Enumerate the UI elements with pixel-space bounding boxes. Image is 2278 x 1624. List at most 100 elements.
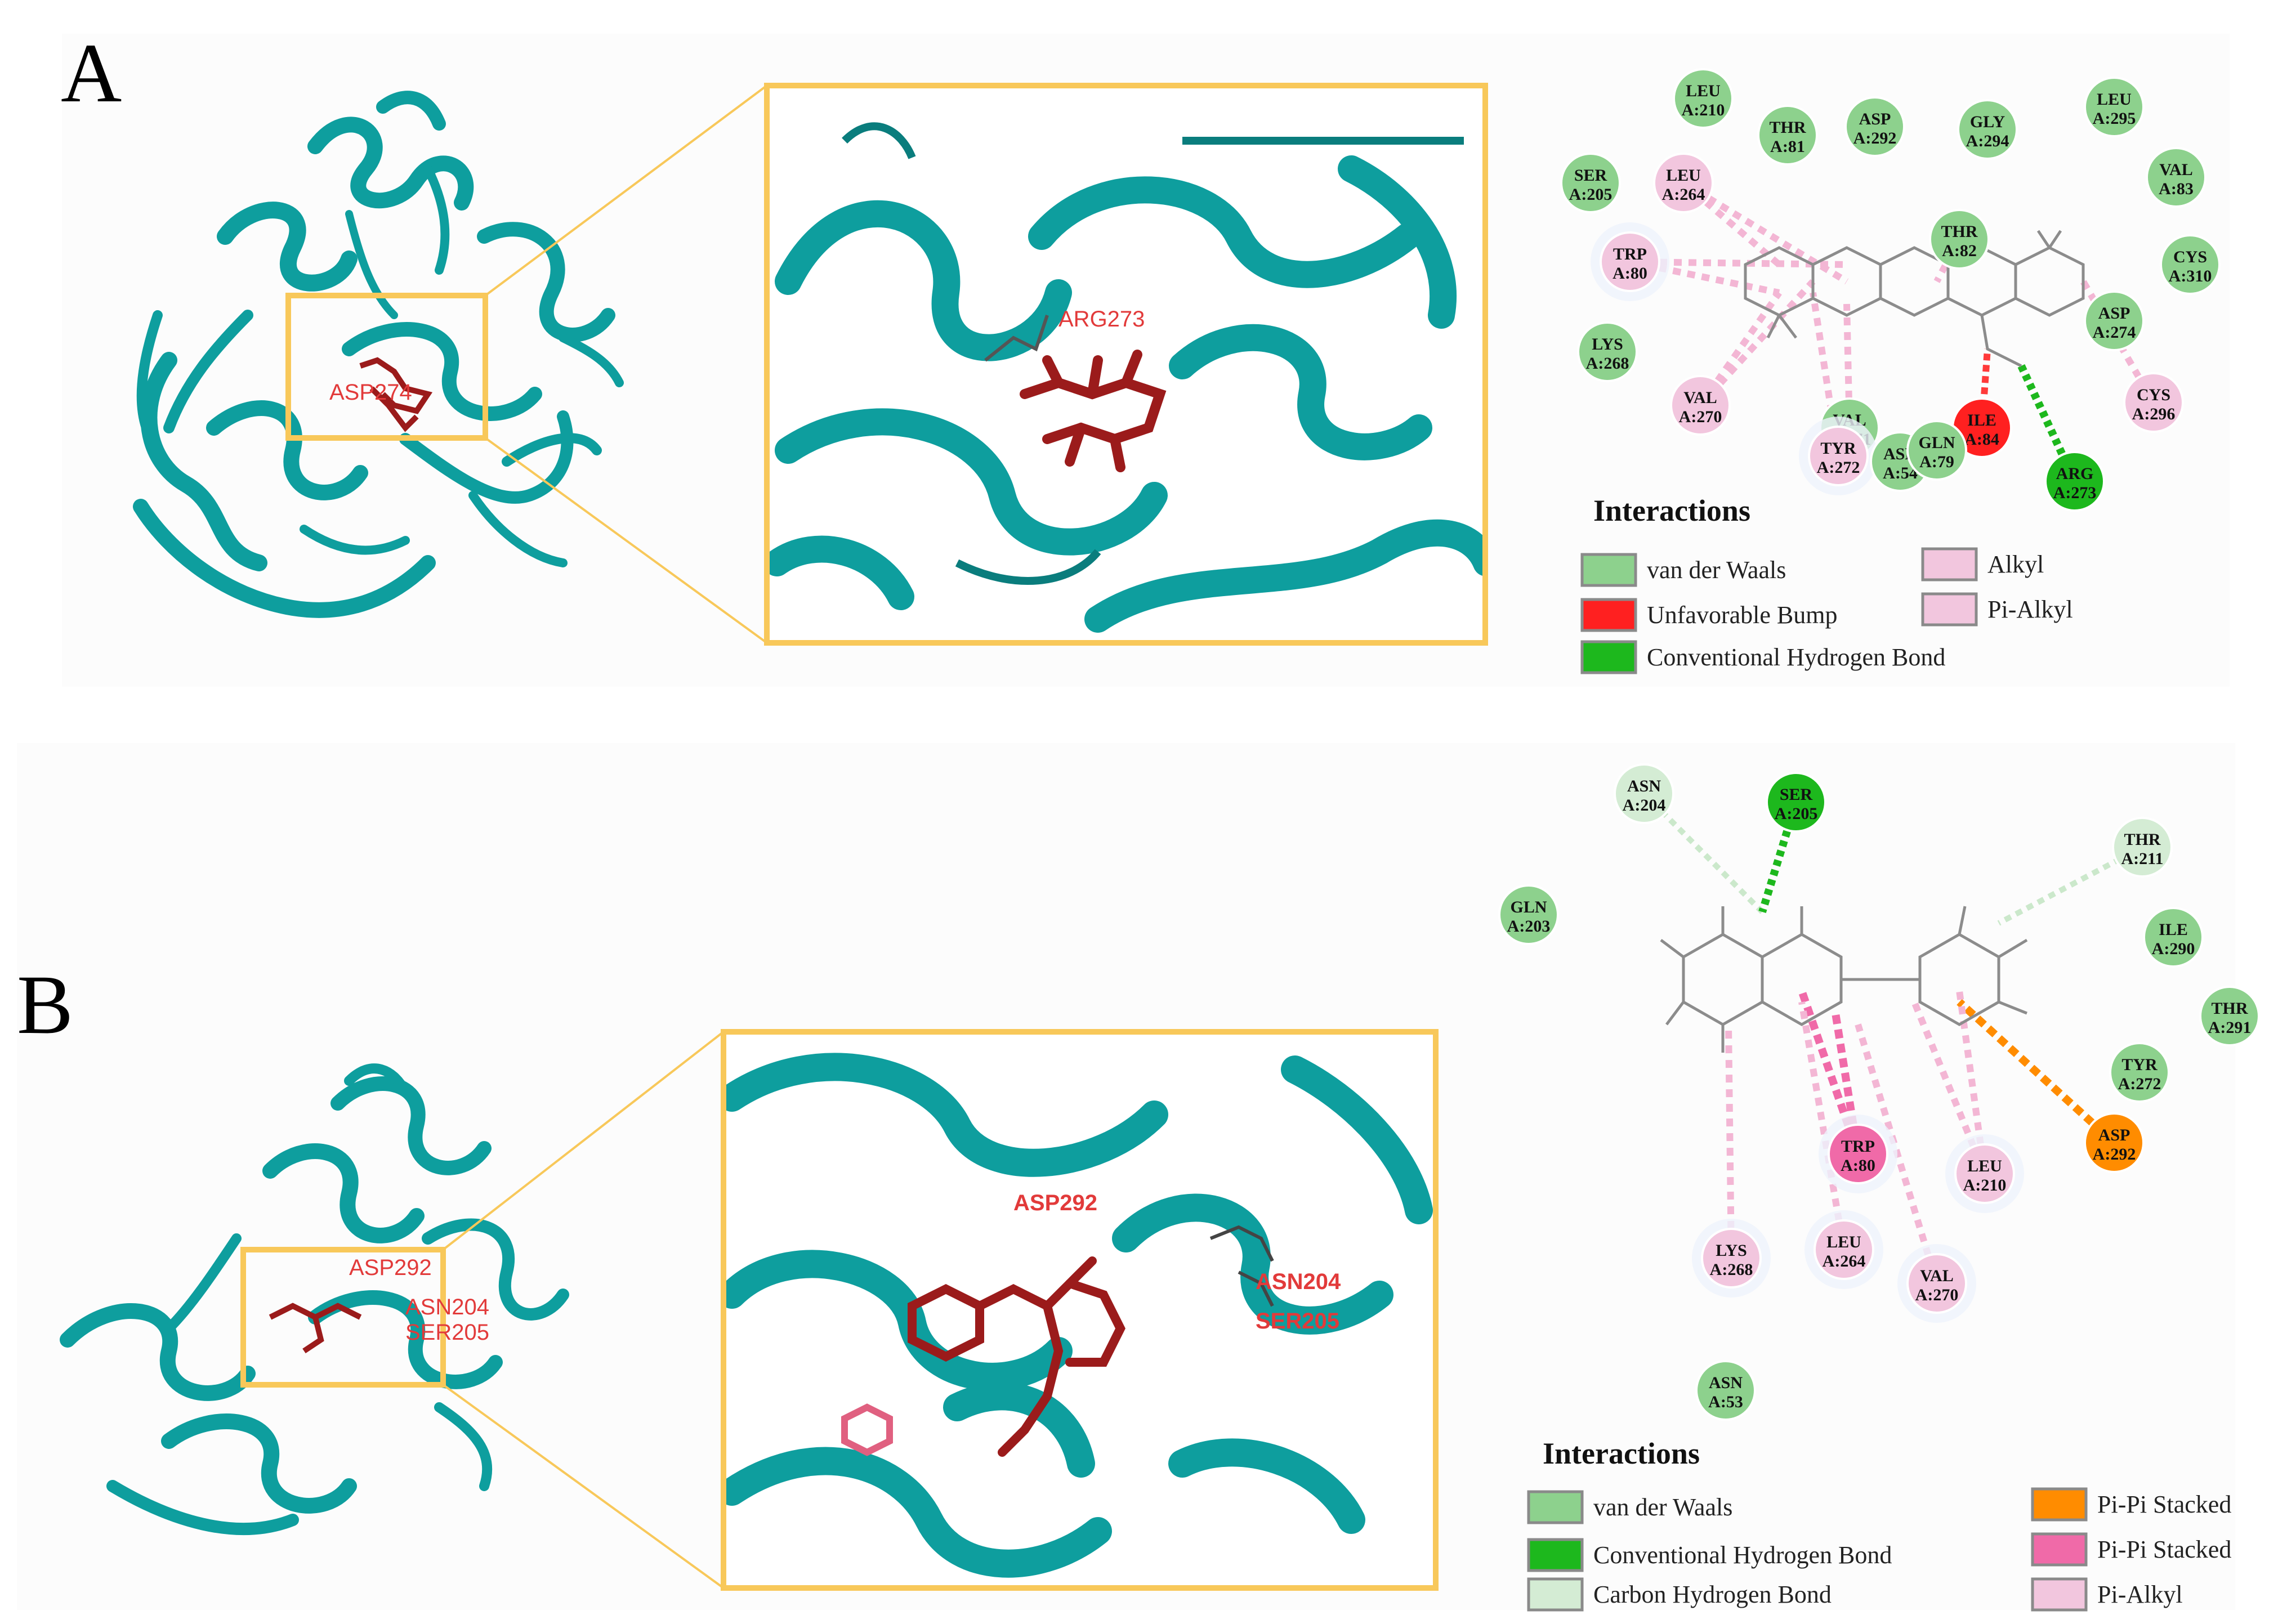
protein-overview-a xyxy=(133,91,624,618)
residue-name: SER xyxy=(1574,166,1607,185)
legend-label: Pi-Pi Stacked xyxy=(2097,1491,2231,1518)
residue-name: TRP xyxy=(1613,245,1647,263)
legend-swatch xyxy=(1527,1577,1584,1612)
interaction-map-a: LEUA:210THRA:81ASPA:292GLYA:294LEUA:295V… xyxy=(1560,68,2221,674)
residue-id: A:210 xyxy=(1682,101,1725,119)
residue-id: A:274 xyxy=(2093,323,2136,342)
residue-name: LEU xyxy=(1666,166,1701,185)
zoom-box-a xyxy=(285,293,488,441)
a-legend-item: van der Waals xyxy=(1580,553,1786,587)
ligand-overview-a xyxy=(359,357,433,432)
panel-b-letter: B xyxy=(17,958,73,1052)
inset-b: ASP292 ASN204 SER205 xyxy=(723,1032,1436,1588)
residue-name: ASN xyxy=(1709,1374,1743,1392)
inset-frame-b xyxy=(721,1029,1439,1591)
residue-id: A:82 xyxy=(1942,241,1977,260)
legend-label: Alkyl xyxy=(1987,551,2044,578)
residue-name: ILE xyxy=(1967,411,1996,430)
residue-id: A:290 xyxy=(2152,939,2195,958)
residue-name: VAL xyxy=(2159,160,2192,179)
residue-name: ASP xyxy=(2098,304,2130,323)
inset-label-b-asn: ASN204 xyxy=(1256,1269,1341,1294)
residue-id: A:295 xyxy=(2093,109,2136,128)
residue-name: VAL xyxy=(1920,1267,1953,1285)
residue-id: A:292 xyxy=(1853,129,1897,147)
residue-id: A:292 xyxy=(2093,1145,2136,1164)
legend-label: Pi-Pi Stacked xyxy=(2097,1536,2231,1563)
b-interaction-line xyxy=(1725,1024,1735,1259)
overview-label-b-ser: SER205 xyxy=(405,1320,489,1345)
legend-label: Carbon Hydrogen Bond xyxy=(1593,1581,1832,1608)
residue-id: A:80 xyxy=(1841,1156,1875,1175)
a-legend-item: Conventional Hydrogen Bond xyxy=(1580,640,1945,674)
residue-name: TRP xyxy=(1841,1137,1875,1156)
zoom-connector-b-top xyxy=(442,1031,725,1251)
overview-label-b-asp: ASP292 xyxy=(349,1255,432,1280)
residue-name: TYR xyxy=(2121,1055,2158,1074)
residue-name: ASN xyxy=(1627,777,1661,795)
residue-id: A:79 xyxy=(1919,453,1954,471)
zoom-connector-a-bottom xyxy=(484,437,768,644)
protein-overview-b xyxy=(60,1063,569,1536)
residue-id: A:203 xyxy=(1507,917,1551,936)
residue-id: A:294 xyxy=(1966,132,2009,150)
residue-id: A:270 xyxy=(1915,1286,1959,1304)
legend-label: Conventional Hydrogen Bond xyxy=(1647,643,1945,671)
legend-swatch xyxy=(1580,598,1637,632)
residue-name: THR xyxy=(2211,999,2248,1018)
legend-swatch xyxy=(1580,553,1637,587)
inset-label-b-asp: ASP292 xyxy=(1013,1191,1097,1215)
a-legend-item: Alkyl xyxy=(1921,547,2044,581)
legend-title-b: Interactions xyxy=(1543,1437,1700,1470)
a-legend-item: Pi-Alkyl xyxy=(1921,592,2073,627)
legend-label: Unfavorable Bump xyxy=(1647,601,1837,629)
zoom-box-b xyxy=(240,1247,446,1388)
residue-id: A:83 xyxy=(2159,180,2194,198)
overview-label-b-asn: ASN204 xyxy=(405,1295,489,1319)
residue-bubbles-a: LEUA:210THRA:81ASPA:292GLYA:294LEUA:295V… xyxy=(1560,68,2221,512)
residue-id: A:296 xyxy=(2132,405,2176,423)
ligand-2d-b xyxy=(1660,906,2028,1053)
residue-name: ILE xyxy=(2159,920,2188,939)
residue-name: SER xyxy=(1780,785,1813,804)
b-legend-item: Pi-Pi Stacked xyxy=(2031,1487,2231,1522)
residue-name: ASP xyxy=(1859,110,1891,128)
residue-name: LEU xyxy=(1967,1157,2002,1175)
residue-id: A:53 xyxy=(1708,1393,1743,1411)
inset-label-a: ARG273 xyxy=(1058,307,1145,332)
inset-frame-a xyxy=(764,83,1488,646)
inset-label-b-ser: SER205 xyxy=(1256,1309,1339,1334)
residue-id: A:211 xyxy=(2121,849,2164,868)
zoom-connector-a-top xyxy=(484,84,768,297)
b-interaction-line xyxy=(1957,999,2117,1146)
ligand-2d-a xyxy=(1744,230,2085,368)
residue-name: CYS xyxy=(2137,386,2170,404)
